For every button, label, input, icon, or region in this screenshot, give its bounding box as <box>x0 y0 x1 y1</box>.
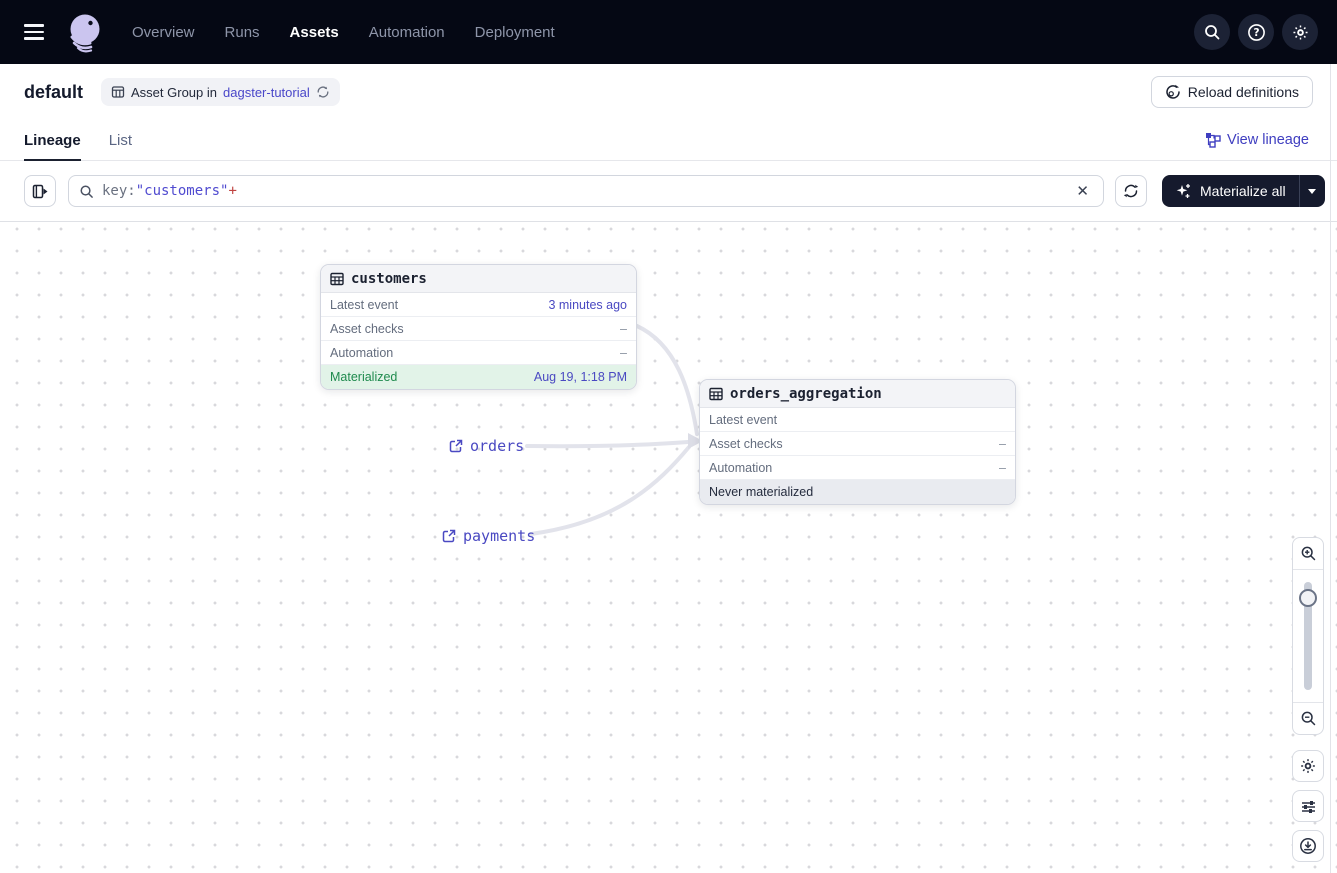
filter-query-text: key:"customers"+ <box>102 183 237 199</box>
hamburger-menu-icon[interactable] <box>20 18 48 46</box>
node-row-latest-event: Latest event <box>700 408 1015 432</box>
dagster-logo-icon[interactable] <box>62 10 106 54</box>
page-title: default <box>24 81 84 102</box>
graph-settings-button[interactable] <box>1292 750 1324 782</box>
latest-event-link[interactable]: 3 minutes ago <box>548 297 627 312</box>
top-nav: Overview Runs Assets Automation Deployme… <box>0 0 1337 64</box>
badge-label: Asset Group in <box>131 84 218 100</box>
reload-icon <box>1165 84 1180 99</box>
node-row-asset-checks: Asset checks – <box>700 432 1015 456</box>
clear-filter-button[interactable]: ✕ <box>1076 183 1089 200</box>
asset-node-customers[interactable]: customers Latest event 3 minutes ago Ass… <box>320 264 637 390</box>
page-header: default Asset Group in dagster-tutorial … <box>0 64 1337 120</box>
sparkle-icon <box>1176 183 1190 198</box>
materialize-options-dropdown[interactable] <box>1298 175 1325 207</box>
open-side-panel-button[interactable] <box>24 175 56 207</box>
lineage-edges <box>525 324 703 536</box>
external-link-icon <box>449 439 463 453</box>
search-icon <box>1205 25 1220 40</box>
asset-group-badge: Asset Group in dagster-tutorial <box>101 78 340 106</box>
sync-icon <box>317 86 329 98</box>
node-row-asset-checks: Asset checks – <box>321 317 636 341</box>
node-row-latest-event: Latest event 3 minutes ago <box>321 293 636 317</box>
external-link-icon <box>442 529 456 543</box>
lineage-graph-icon <box>1206 133 1221 148</box>
zoom-in-icon <box>1301 546 1315 561</box>
refresh-icon <box>1123 184 1139 198</box>
svg-text:?: ? <box>1253 27 1259 39</box>
search-button[interactable] <box>1194 14 1230 50</box>
asset-filter-input[interactable]: key:"customers"+ ✕ <box>68 175 1104 207</box>
zoom-out-icon <box>1301 711 1315 726</box>
tab-list[interactable]: List <box>108 131 133 149</box>
refresh-graph-button[interactable] <box>1115 175 1147 207</box>
external-asset-name: orders <box>470 437 525 455</box>
nav-item-deployment[interactable]: Deployment <box>474 23 555 41</box>
zoom-control-panel <box>1292 537 1324 735</box>
node-status-never-materialized: Never materialized <box>700 480 1015 504</box>
node-row-automation: Automation – <box>321 341 636 365</box>
question-circle-icon: ? <box>1247 23 1265 41</box>
help-button[interactable]: ? <box>1238 14 1274 50</box>
download-circle-icon <box>1300 838 1316 854</box>
code-location-link[interactable]: dagster-tutorial <box>223 84 310 100</box>
asset-node-header: orders_aggregation <box>700 380 1015 408</box>
view-tabs: Lineage List View lineage <box>0 120 1337 161</box>
view-lineage-label: View lineage <box>1227 132 1309 148</box>
asset-name: orders_aggregation <box>730 385 882 402</box>
nav-item-overview[interactable]: Overview <box>132 23 195 41</box>
settings-button[interactable] <box>1282 14 1318 50</box>
asset-node-header: customers <box>321 265 636 293</box>
table-icon <box>111 86 125 98</box>
materialization-timestamp-link[interactable]: Aug 19, 1:18 PM <box>533 370 627 384</box>
content-right-divider <box>1330 64 1331 873</box>
table-icon <box>709 387 723 400</box>
nav-menu: Overview Runs Assets Automation Deployme… <box>132 24 555 41</box>
external-asset-orders[interactable]: orders <box>449 437 524 455</box>
table-icon <box>330 272 344 285</box>
search-icon <box>80 185 93 198</box>
asset-name: customers <box>351 270 427 287</box>
gear-icon <box>1292 24 1308 40</box>
gear-icon <box>1301 759 1315 773</box>
lineage-toolbar: key:"customers"+ ✕ Materialize all <box>0 161 1337 222</box>
graph-filters-button[interactable] <box>1292 790 1324 822</box>
lineage-canvas[interactable]: customers Latest event 3 minutes ago Ass… <box>0 222 1337 873</box>
external-asset-name: payments <box>463 527 536 545</box>
nav-item-runs[interactable]: Runs <box>224 23 260 41</box>
nav-item-automation[interactable]: Automation <box>368 23 445 41</box>
tab-lineage[interactable]: Lineage <box>24 120 81 161</box>
view-lineage-link[interactable]: View lineage <box>1205 132 1309 148</box>
zoom-out-button[interactable] <box>1293 702 1323 734</box>
asset-node-orders-aggregation[interactable]: orders_aggregation Latest event Asset ch… <box>699 379 1016 505</box>
panel-expand-icon <box>32 184 47 198</box>
zoom-slider-handle[interactable] <box>1299 589 1317 607</box>
sliders-icon <box>1301 800 1315 813</box>
node-row-automation: Automation – <box>700 456 1015 480</box>
nav-item-assets[interactable]: Assets <box>289 23 339 41</box>
materialize-all-button[interactable]: Materialize all <box>1162 175 1325 207</box>
materialize-all-label: Materialize all <box>1200 183 1286 199</box>
chevron-down-icon <box>1308 188 1317 194</box>
reload-definitions-label: Reload definitions <box>1187 84 1299 100</box>
zoom-in-button[interactable] <box>1293 538 1323 570</box>
node-status-materialized: Materialized Aug 19, 1:18 PM <box>321 365 636 389</box>
zoom-slider[interactable] <box>1293 570 1323 702</box>
reload-definitions-button[interactable]: Reload definitions <box>1150 76 1313 108</box>
zoom-slider-track[interactable] <box>1304 582 1312 690</box>
external-asset-payments[interactable]: payments <box>442 527 535 545</box>
recenter-graph-button[interactable] <box>1292 830 1324 862</box>
